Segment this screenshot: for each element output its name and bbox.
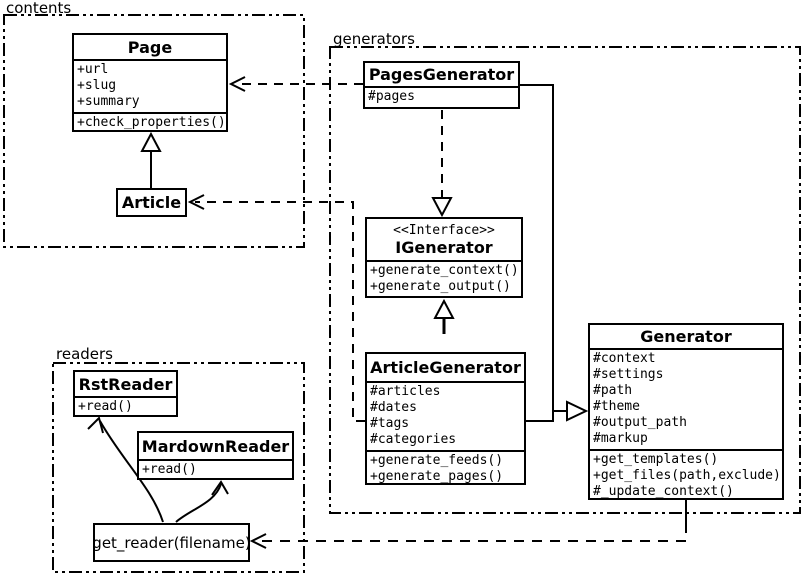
relation-article-page-inheritance [140, 131, 162, 188]
class-name: ArticleGenerator [370, 358, 521, 377]
class-title: <<Interface>> IGenerator [367, 219, 521, 260]
relation-pagesgenerator-igenerator-realization [431, 110, 453, 218]
methods-compartment: +get_templates() +get_files(path,exclude… [590, 449, 782, 498]
attribute: #categories [370, 432, 457, 447]
attributes-compartment: +url +slug +summary [74, 59, 226, 112]
relation-articlegenerator-igenerator-realization [433, 298, 455, 334]
attribute: #markup [593, 431, 648, 446]
package-label-generators: generators [333, 30, 415, 48]
class-name: RstReader [78, 374, 173, 394]
attribute: +slug [77, 78, 117, 93]
open-arrowhead-icon [249, 533, 267, 549]
method: +read() [142, 462, 197, 477]
attribute: #context [593, 351, 656, 366]
class-name: Page [127, 37, 173, 57]
realization-triangle-icon [433, 298, 455, 319]
attribute: #dates [370, 400, 417, 415]
relation-generator-getreader-dependency [249, 500, 687, 549]
relation-getreader-mardownreader-arrow [175, 480, 229, 523]
open-arrowhead-icon [87, 416, 104, 434]
package-label-readers: readers [56, 345, 113, 363]
attribute: #theme [593, 399, 640, 414]
function-box-get-reader: get_reader(filename) [92, 523, 251, 562]
class-name: PagesGenerator [368, 65, 515, 84]
relation-generators-generator-inheritance [519, 84, 589, 422]
method: +read() [78, 399, 133, 414]
class-name: IGenerator [395, 237, 493, 257]
relation-pagesgenerator-page-dependency [228, 76, 363, 92]
attribute: +summary [77, 94, 140, 109]
methods-compartment: +read() [75, 396, 176, 415]
attributes-compartment: #articles #dates #tags #categories [367, 381, 524, 450]
inheritance-triangle-icon [140, 131, 162, 152]
class-box-article: Article [116, 188, 187, 217]
class-name: Article [121, 193, 182, 212]
class-box-generator: Generator #context #settings #path #them… [588, 323, 784, 500]
class-box-mardownreader: MardownReader +read() [137, 431, 294, 480]
method: +check_properties() [77, 115, 226, 130]
stereotype: <<Interface>> [393, 222, 495, 238]
methods-compartment: +generate_context() +generate_output() [367, 260, 521, 296]
package-generators-border [329, 46, 801, 514]
attribute: #pages [368, 89, 415, 104]
package-readers-border [52, 362, 305, 573]
method: +generate_feeds() [370, 453, 504, 468]
attributes-compartment: #pages [365, 86, 518, 107]
attribute: +url [77, 62, 109, 77]
method: #_update_context() [593, 484, 734, 498]
methods-compartment: +check_properties() [74, 112, 226, 130]
attribute: #output_path [593, 415, 687, 430]
open-arrowhead-icon [187, 194, 205, 210]
attribute: #tags [370, 416, 410, 431]
attribute: #settings [593, 367, 664, 382]
class-box-pagesgenerator: PagesGenerator #pages [363, 61, 520, 109]
relation-getreader-rstreader-arrow [87, 416, 164, 523]
method: +generate_context() [370, 263, 519, 278]
realization-triangle-icon [431, 197, 453, 218]
package-label-contents: contents [6, 0, 72, 17]
attributes-compartment: #context #settings #path #theme #output_… [590, 348, 782, 449]
open-arrowhead-icon [211, 480, 229, 496]
package-contents-border [3, 14, 305, 248]
method: +get_templates() [593, 452, 719, 467]
relation-articlegenerator-article-dependency [187, 194, 365, 422]
class-box-articlegenerator: ArticleGenerator #articles #dates #tags … [365, 352, 526, 485]
methods-compartment: +read() [139, 459, 292, 478]
attribute: #articles [370, 384, 441, 399]
class-box-page: Page +url +slug +summary +check_properti… [72, 33, 228, 132]
class-name: Generator [640, 327, 732, 346]
inheritance-triangle-icon [566, 400, 589, 422]
class-name: MardownReader [141, 436, 290, 456]
class-box-igenerator: <<Interface>> IGenerator +generate_conte… [365, 217, 523, 298]
method: +generate_output() [370, 279, 511, 294]
attribute: #path [593, 383, 633, 398]
methods-compartment: +generate_feeds() +generate_pages() [367, 450, 524, 483]
function-label: get_reader(filename) [92, 533, 251, 552]
method: +get_files(path,exclude) [593, 468, 781, 483]
class-box-rstreader: RstReader +read() [73, 370, 178, 417]
method: +generate_pages() [370, 469, 504, 483]
open-arrowhead-icon [228, 76, 246, 92]
